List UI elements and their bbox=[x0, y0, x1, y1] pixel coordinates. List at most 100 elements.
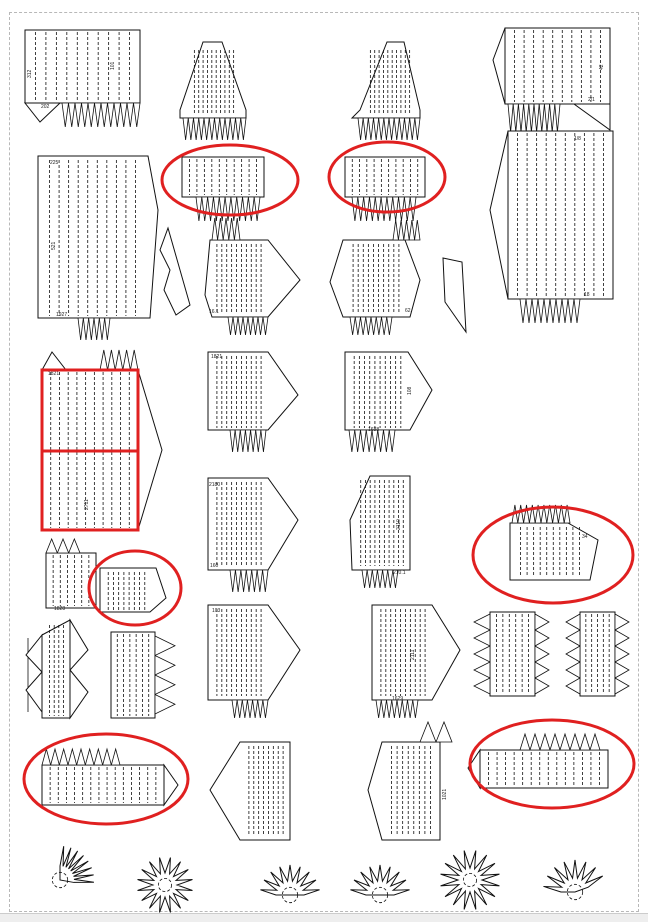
piece-outline bbox=[442, 257, 467, 334]
tooth-tab bbox=[214, 117, 221, 141]
tooth-tab bbox=[250, 429, 257, 453]
tooth-tab bbox=[234, 429, 241, 453]
tooth-tab bbox=[68, 537, 81, 554]
tooth-tab bbox=[229, 569, 236, 593]
piece-outline bbox=[99, 567, 167, 613]
tooth-tab bbox=[397, 219, 405, 241]
piece-outline bbox=[371, 604, 461, 701]
piece-label: 210.1 bbox=[393, 570, 406, 576]
tooth-tab bbox=[224, 117, 231, 141]
tooth-tab bbox=[540, 504, 548, 524]
tooth-tab bbox=[565, 629, 581, 647]
piece-outline bbox=[209, 741, 291, 841]
tooth-tab bbox=[534, 677, 550, 695]
tooth-tab bbox=[218, 196, 226, 222]
tooth-tab bbox=[403, 219, 410, 241]
tooth-tab bbox=[373, 117, 380, 141]
tooth-tab bbox=[187, 117, 194, 141]
tooth-tab bbox=[565, 613, 581, 631]
tooth-tab bbox=[76, 747, 86, 766]
tooth-tab bbox=[534, 504, 542, 524]
tooth-tab bbox=[252, 316, 259, 336]
piece-label: 1/8 bbox=[574, 136, 581, 142]
tooth-tab bbox=[257, 699, 264, 719]
tooth-tab bbox=[557, 504, 565, 524]
tooth-tab bbox=[231, 699, 238, 719]
piece-outline bbox=[179, 41, 247, 119]
tooth-tab bbox=[207, 196, 214, 222]
tooth-tab bbox=[393, 117, 400, 141]
piece-11: 62 bbox=[329, 219, 421, 336]
tooth-tab bbox=[519, 732, 531, 751]
red-circle-mark bbox=[468, 718, 636, 810]
piece-23: 103 bbox=[207, 604, 301, 719]
piece-label: 34 bbox=[582, 534, 588, 540]
tooth-tab bbox=[77, 317, 84, 341]
tooth-tab bbox=[473, 629, 491, 647]
piece-label: 2/1 bbox=[588, 97, 595, 103]
piece-12 bbox=[442, 257, 467, 334]
piece-14: 1821 bbox=[207, 351, 299, 453]
fan-outline bbox=[440, 850, 500, 910]
tooth-tab bbox=[99, 349, 109, 371]
review-markup bbox=[22, 140, 636, 826]
tooth-tab bbox=[565, 661, 581, 679]
piece-label: 2110 bbox=[396, 519, 402, 530]
tooth-tab bbox=[87, 102, 95, 128]
tooth-tab bbox=[229, 429, 236, 453]
tooth-tab bbox=[473, 677, 491, 695]
tooth-tab bbox=[569, 732, 581, 751]
piece-label: 1629 bbox=[392, 696, 403, 702]
fan-outline bbox=[350, 864, 410, 896]
tooth-tab bbox=[107, 102, 115, 128]
tooth-tab bbox=[614, 645, 630, 663]
tooth-tab bbox=[549, 103, 556, 133]
tooth-tab bbox=[392, 569, 399, 589]
piece-2 bbox=[179, 41, 247, 141]
tooth-tab bbox=[561, 298, 569, 324]
fan-center bbox=[371, 886, 389, 904]
piece-outline bbox=[344, 351, 433, 431]
tooth-tab bbox=[369, 196, 376, 222]
piece-27 bbox=[41, 747, 179, 807]
tooth-tab bbox=[537, 298, 545, 324]
tooth-tab bbox=[392, 219, 399, 241]
tooth-tab bbox=[81, 102, 89, 128]
tooth-tab bbox=[408, 219, 416, 241]
tooth-tab bbox=[409, 117, 416, 141]
tooth-tab bbox=[375, 316, 382, 336]
piece-flap bbox=[163, 763, 179, 807]
piece-17: 2110 210.1 bbox=[349, 475, 411, 589]
tooth-tab bbox=[473, 613, 491, 631]
tooth-tab bbox=[234, 569, 242, 593]
fan-piece-1 bbox=[51, 846, 94, 889]
tooth-tab bbox=[525, 298, 533, 324]
tooth-tab bbox=[533, 103, 540, 133]
tooth-tab bbox=[354, 316, 361, 336]
tooth-tab bbox=[398, 117, 405, 141]
tooth-tab bbox=[546, 504, 554, 524]
tooth-tab bbox=[523, 103, 530, 133]
piece-label: 2711 bbox=[84, 499, 90, 510]
tooth-tab bbox=[552, 504, 559, 524]
tooth-tab bbox=[240, 569, 247, 593]
piece-flap bbox=[492, 27, 506, 105]
tooth-tab bbox=[154, 674, 176, 696]
tooth-tab bbox=[387, 569, 394, 589]
tooth-tab bbox=[380, 196, 388, 222]
tooth-tab bbox=[58, 747, 69, 766]
tooth-tab bbox=[538, 103, 545, 133]
piece-outline bbox=[479, 749, 609, 789]
tooth-tab bbox=[361, 569, 368, 589]
tooth-tab bbox=[100, 102, 108, 128]
tooth-tab bbox=[366, 569, 373, 589]
tooth-tab bbox=[549, 298, 557, 324]
tooth-tab bbox=[247, 316, 254, 336]
tooth-tab bbox=[133, 102, 141, 128]
tooth-tab bbox=[102, 747, 112, 766]
piece-20: 34 bbox=[509, 504, 599, 581]
tooth-tab bbox=[534, 645, 550, 663]
